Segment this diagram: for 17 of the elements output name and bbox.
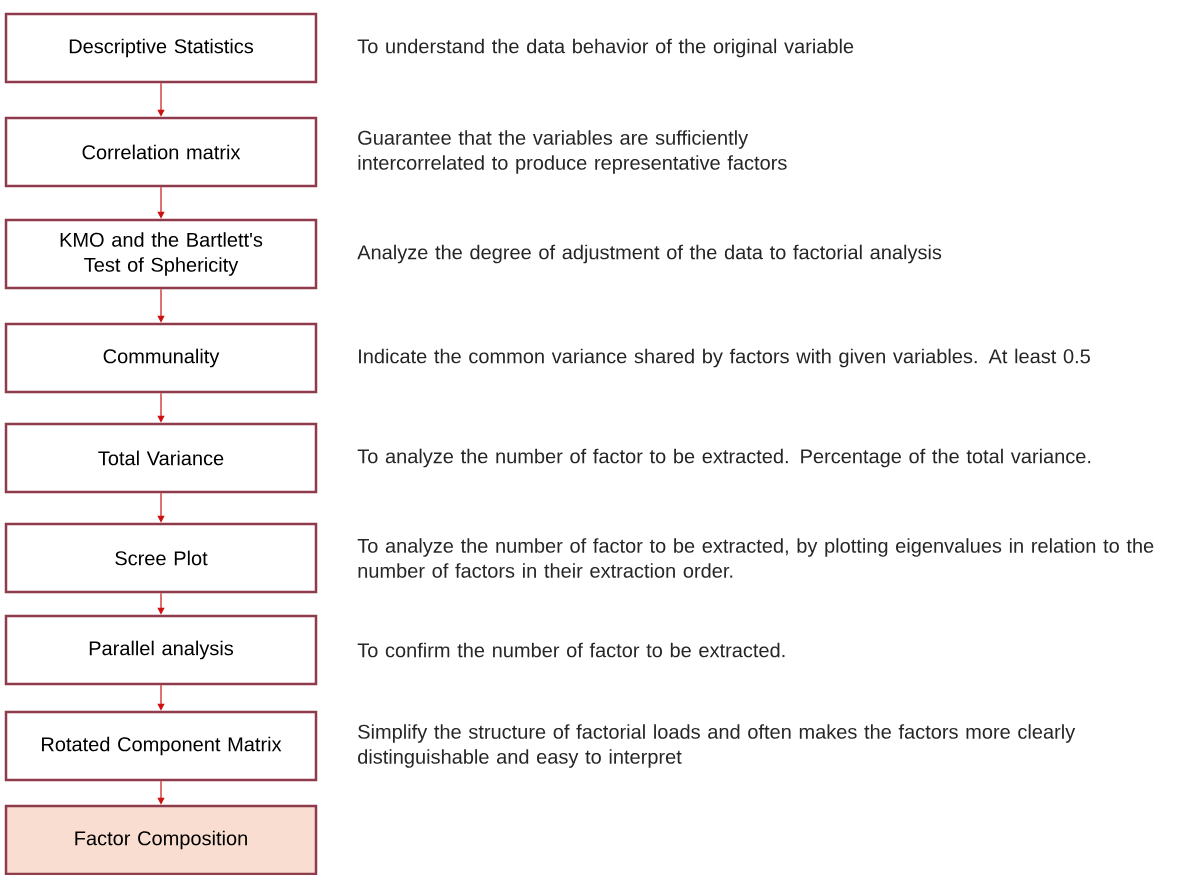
process-box: Factor Composition [4,804,318,875]
process-box: Communality [4,322,318,394]
description-text: To analyze the number of factor to be extracted. Percentage of the total variance. [357,448,1091,468]
description-text: To confirm the number of factor to be extracted. [357,642,785,658]
process-box: Parallel analysis [4,614,318,686]
process-box: Total Variance [4,422,318,494]
description-text: Indicate the common variance shared by factors with given variables. At least 0.5 [359,348,1090,368]
process-box: Correlation matrix [4,116,318,188]
description-text: Simplify the structure of factorial loads and often makes the factors more clearly distinguishable and easy to interpret [358,724,1076,768]
description-text: To understand the data behavior of the original variable [357,38,854,58]
process-box: Descriptive Statistics [4,12,318,84]
description-text: Analyze the degree of adjustment of the data to factorial analysis [357,244,942,264]
description-text: To analyze the number of factor to be extracted, by plotting eigenvalues in relation to the number of factors in their extraction order. [357,538,1154,578]
process-box: Scree Plot [4,522,318,594]
description-text: Guarantee that the variables are sufficiently intercorrelated to produce representative factors [358,130,787,174]
process-box: Rotated Component Matrix [4,710,318,782]
process-box: KMO and the Bartlett's Test of Sphericity [4,218,318,290]
